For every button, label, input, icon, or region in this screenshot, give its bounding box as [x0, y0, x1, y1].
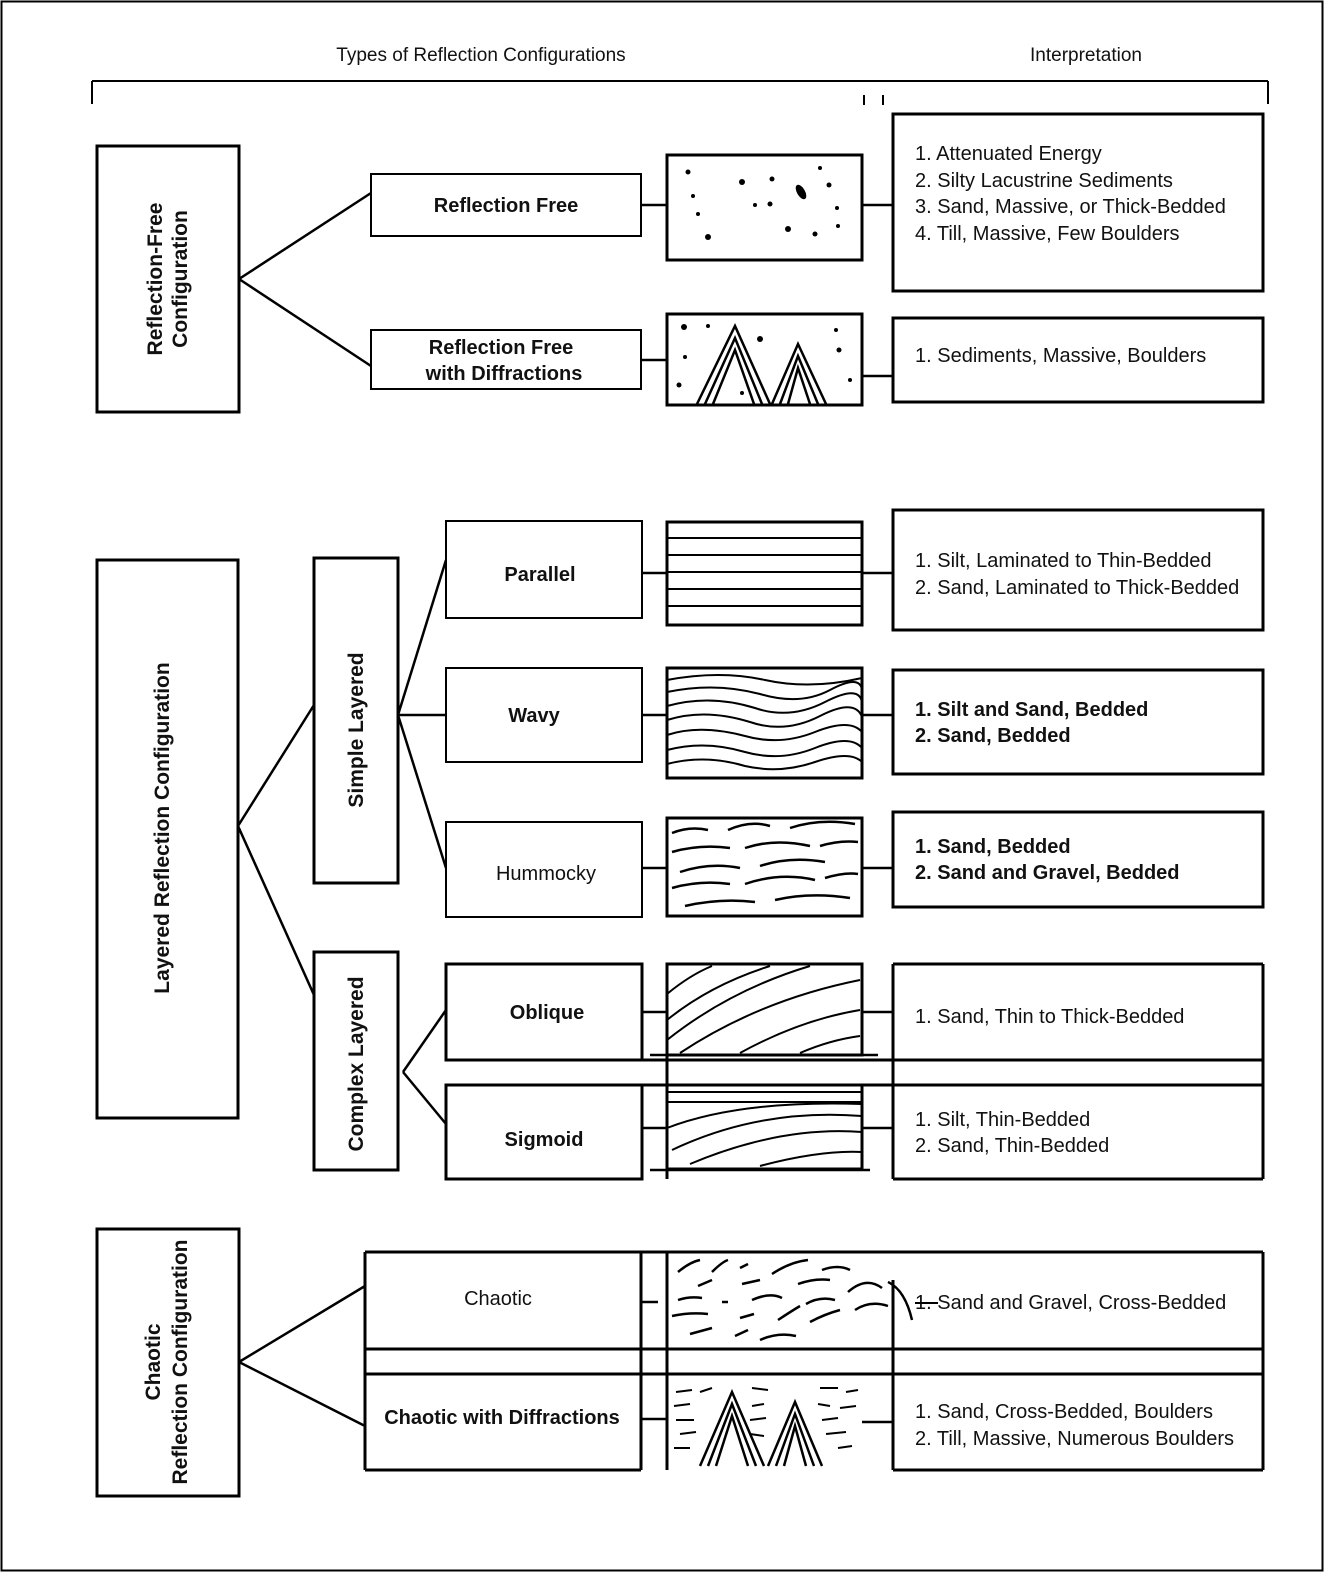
simple-layered-label: Simple Layered: [345, 652, 368, 807]
reflection-free-category-label-line2: Configuration: [169, 210, 192, 348]
wavy-type-label: Wavy: [508, 705, 560, 727]
parallel-type-box: [445, 520, 643, 619]
chaotic-category-label-line1: Chaotic: [142, 1323, 165, 1400]
interpretation-header: Interpretation: [1030, 45, 1142, 66]
chaotic-diffractions-interp-2: 2. Till, Massive, Numerous Boulders: [915, 1428, 1234, 1450]
chaotic-type-label: Chaotic: [464, 1288, 532, 1310]
parallel-type-label: Parallel: [504, 564, 575, 586]
reflection-free-type-box: [370, 173, 642, 237]
reflection-free-type-label: Reflection Free: [434, 195, 578, 217]
wavy-lines: [666, 674, 863, 771]
hummocky-type-box: [445, 821, 643, 918]
reflection-free-diffractions-dots: [676, 324, 852, 395]
layered-category-label: Layered Reflection Configuration: [151, 662, 174, 993]
reflection-free-interp-4: 4. Till, Massive, Few Boulders: [915, 223, 1180, 245]
parallel-lines: [667, 537, 862, 607]
wavy-type-box: [445, 667, 643, 763]
hummocky-interp-2: 2. Sand and Gravel, Bedded: [915, 862, 1180, 884]
sigmoid-type-label: Sigmoid: [505, 1129, 584, 1151]
oblique-lines: [666, 965, 861, 1054]
reflection-free-interp-2: 2. Silty Lacustrine Sediments: [915, 170, 1173, 192]
types-header: Types of Reflection Configurations: [336, 45, 625, 66]
reflection-free-diffractions-interpretation-box: [891, 316, 1265, 404]
reflection-free-group: Reflection-Free Configuration Reflection…: [95, 112, 1265, 414]
sigmoid-lines: [666, 1091, 863, 1167]
reflection-free-interp-3: 3. Sand, Massive, or Thick-Bedded: [915, 196, 1226, 218]
wavy-pattern: [665, 666, 864, 780]
sigmoid-interp-2: 2. Sand, Thin-Bedded: [915, 1135, 1109, 1157]
reflection-free-category-label-line1: Reflection-Free: [144, 203, 167, 356]
reflection-free-diffractions-label-line2: with Diffractions: [425, 363, 583, 385]
parallel-pattern: [665, 520, 864, 627]
simple-layered-box: [312, 556, 400, 885]
diffraction-hyperbolas-1: [695, 323, 828, 405]
chaotic-category-box: [95, 1227, 241, 1498]
header-bracket: [91, 80, 1269, 105]
reflection-free-category-box: [95, 144, 241, 414]
reflection-free-diffractions-interp-1: 1. Sediments, Massive, Boulders: [915, 345, 1206, 367]
layered-category-box: [95, 558, 240, 1120]
chaotic-group: Chaotic Reflection Configuration Chaotic: [95, 1227, 1265, 1498]
parallel-interp-1: 1. Silt, Laminated to Thin-Bedded: [915, 550, 1211, 572]
hummocky-lines: [671, 820, 859, 908]
layered-group: Layered Reflection Configuration Simple …: [95, 508, 1265, 1181]
reflection-free-dots: [685, 166, 840, 240]
complex-layered-label: Complex Layered: [345, 976, 368, 1151]
complex-layered-box: [312, 950, 400, 1172]
hummocky-interpretation-box: [891, 810, 1265, 909]
reflection-free-diffractions-label-line1: Reflection Free: [429, 337, 573, 359]
wavy-interpretation-box: [891, 668, 1265, 776]
sigmoid-interp-1: 1. Silt, Thin-Bedded: [915, 1109, 1090, 1131]
wavy-interp-1: 1. Silt and Sand, Bedded: [915, 699, 1148, 721]
parallel-interp-2: 2. Sand, Laminated to Thick-Bedded: [915, 577, 1239, 599]
chaotic-diffractions-strokes: [673, 1387, 859, 1449]
sigmoid-pattern: [665, 1083, 864, 1171]
chaotic-strokes: [671, 1258, 914, 1342]
reflection-free-pattern: [665, 153, 864, 262]
hummocky-type-label: Hummocky: [496, 863, 596, 885]
chaotic-diffractions-type-label: Chaotic with Diffractions: [384, 1407, 620, 1429]
diffraction-hyperbolas-2: [698, 1388, 824, 1467]
hummocky-interp-1: 1. Sand, Bedded: [915, 836, 1071, 858]
reflection-free-interp-1: 1. Attenuated Energy: [915, 143, 1102, 165]
parallel-interpretation-box: [891, 508, 1265, 632]
chaotic-diffractions-interp-1: 1. Sand, Cross-Bedded, Boulders: [915, 1401, 1213, 1423]
oblique-type-label: Oblique: [510, 1002, 584, 1024]
chaotic-category-label-line2: Reflection Configuration: [169, 1240, 192, 1485]
reflection-free-interpretation-box: [891, 112, 1265, 293]
oblique-interp-1: 1. Sand, Thin to Thick-Bedded: [915, 1006, 1184, 1028]
wavy-interp-2: 2. Sand, Bedded: [915, 725, 1071, 747]
chaotic-interp-1: 1. Sand and Gravel, Cross-Bedded: [915, 1292, 1226, 1314]
